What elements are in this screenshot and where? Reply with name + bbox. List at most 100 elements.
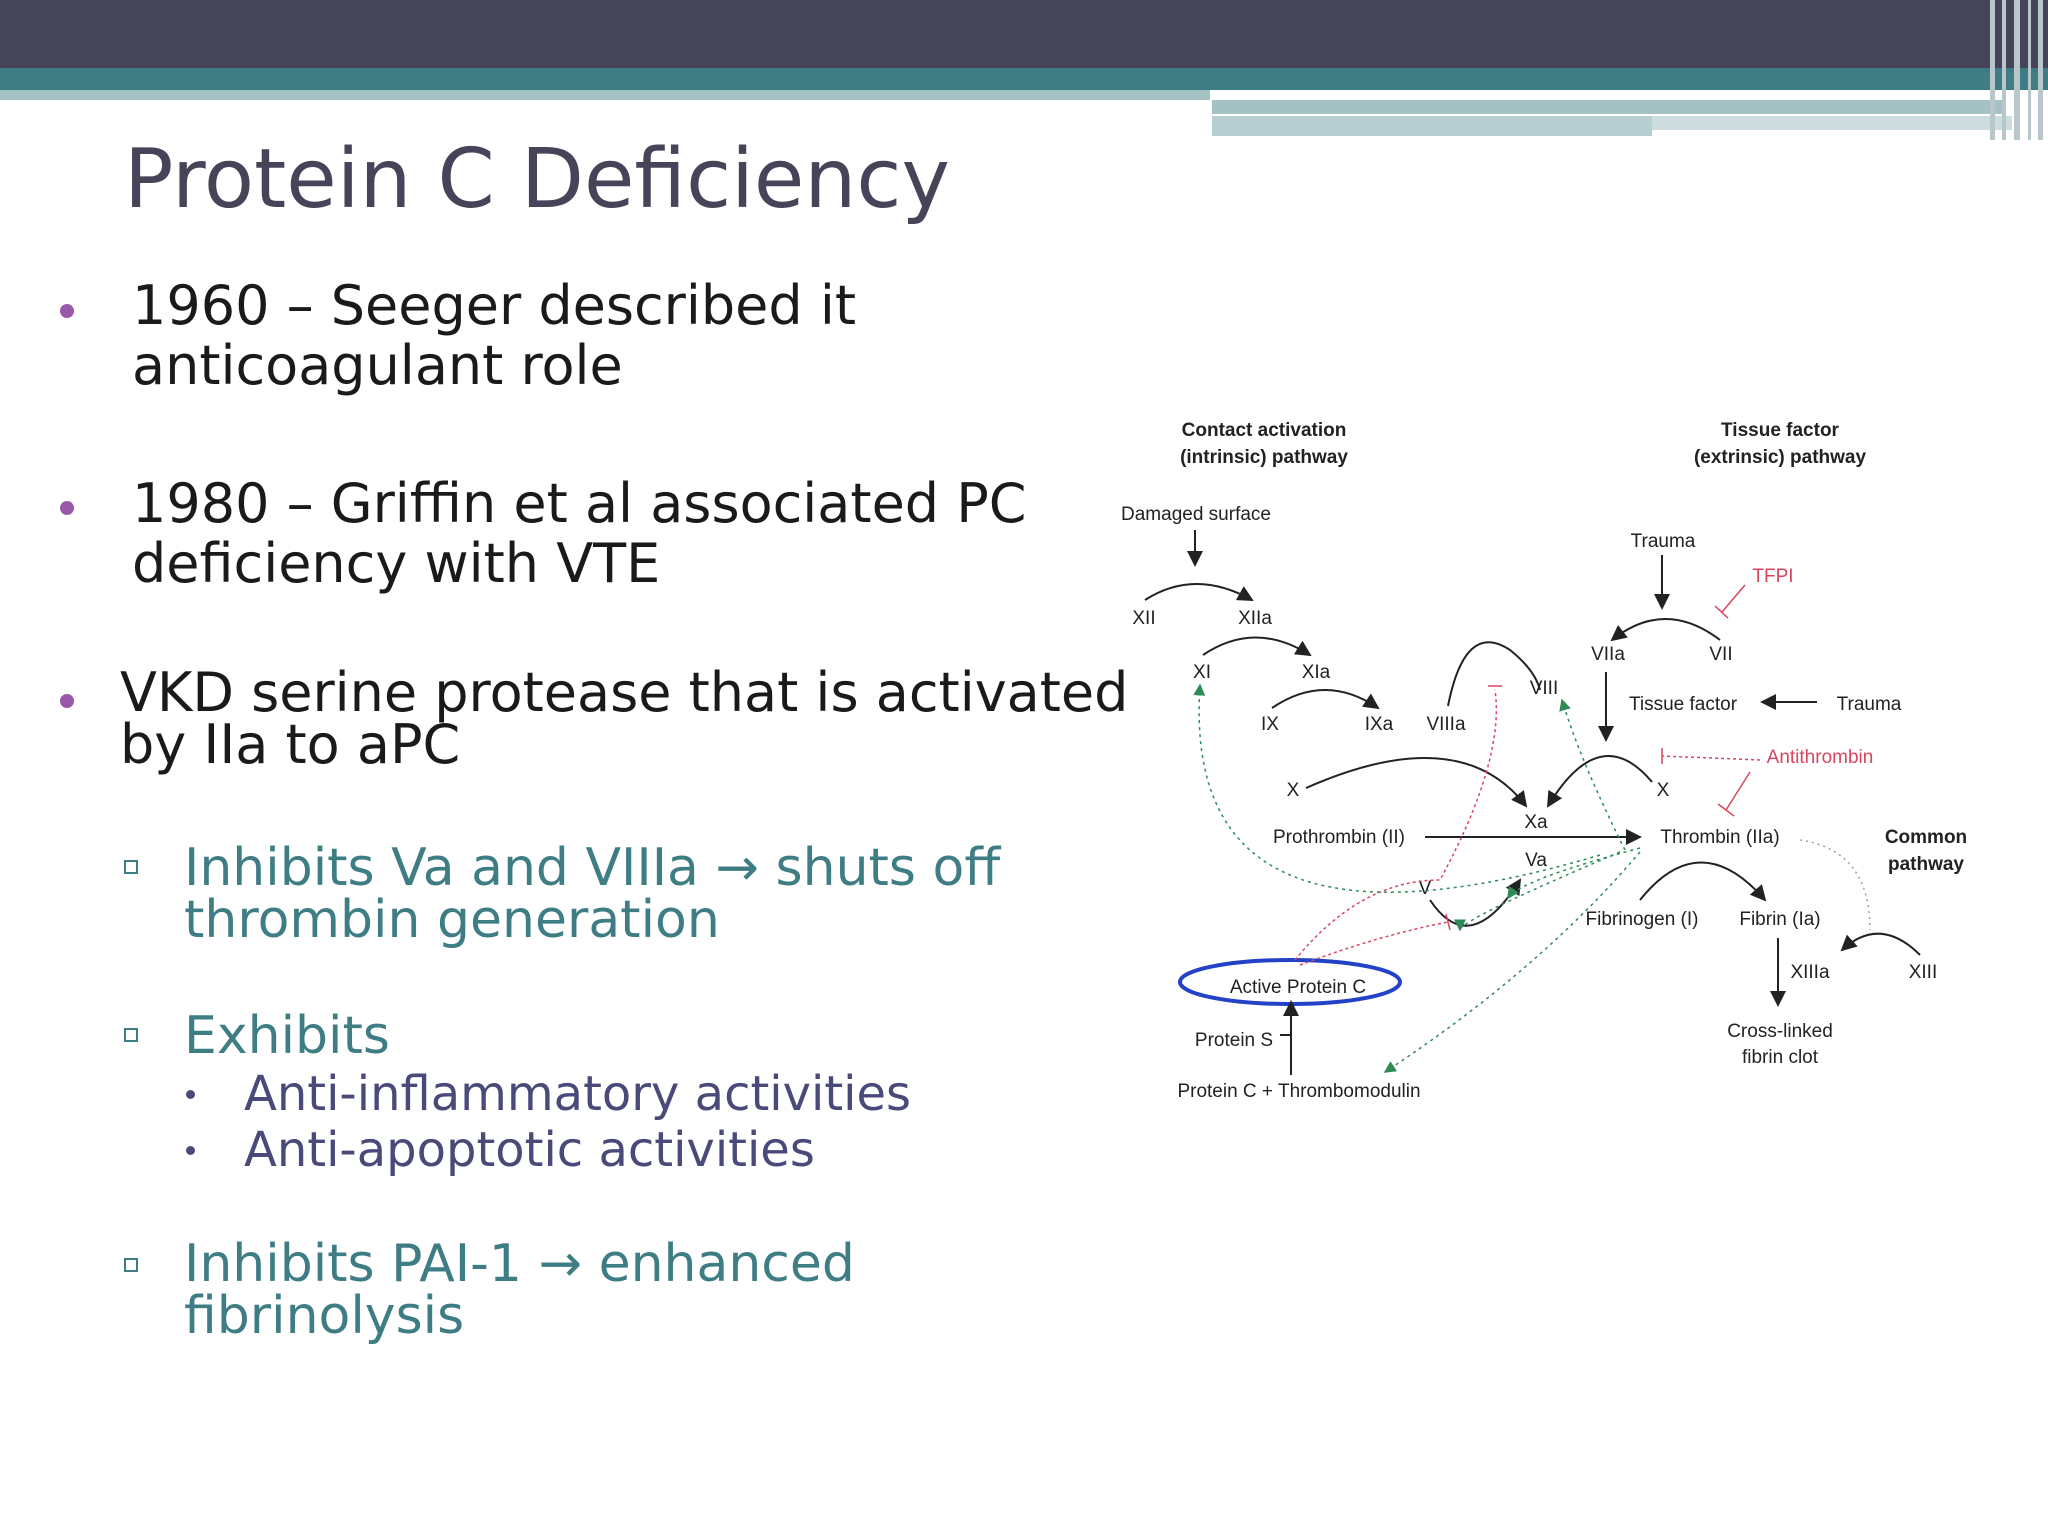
factor-xia: XIa [1302, 662, 1331, 683]
tfpi-label: TFPI [1752, 566, 1793, 587]
bullet-line: anticoagulant role [132, 334, 623, 397]
bullet-line: VKD serine protease that is activated [120, 661, 1129, 724]
bullet-vkd: VKD serine protease that is activated by… [120, 661, 1129, 776]
common-pathway-1: Common [1885, 827, 1967, 848]
bullet-1960: 1960 – Seeger described it anticoagulant… [132, 276, 856, 396]
tfpi-inhibition [1721, 584, 1746, 613]
thrombin-feedback-va [1507, 847, 1641, 900]
arrow-vii-viia [1610, 618, 1721, 642]
bullet-line: deficiency with VTE [132, 532, 661, 595]
bullet-line: 1980 – Griffin et al associated PC [132, 472, 1027, 535]
antithrombin-label: Antithrombin [1767, 747, 1874, 768]
bullet-1980: 1980 – Griffin et al associated PC defic… [132, 474, 1027, 594]
coagulation-cascade-diagram: Contact activation (intrinsic) pathway T… [1121, 420, 1967, 1102]
factor-xi: XI [1193, 662, 1211, 683]
factor-x-left: X [1287, 780, 1300, 801]
factor-v: V [1419, 878, 1432, 899]
sub-sub-bullet: Anti-apoptotic activities [244, 1122, 815, 1178]
sub-sub-bullet-dot [186, 1146, 195, 1155]
corner-stripe [2014, 0, 2020, 140]
contact-title-2: (intrinsic) pathway [1180, 447, 1348, 468]
thrombin-to-xiii [1799, 839, 1871, 931]
factor-xii: XII [1132, 608, 1155, 629]
sub-sub-bullet: Anti-inflammatory activities [244, 1066, 912, 1122]
antithrombin-inhibition-x-bar [1717, 803, 1735, 817]
arrow-xi-xia [1202, 636, 1312, 657]
sub-bullet-line: Exhibits [184, 1006, 390, 1066]
thrombin-activates-protein-c [1383, 851, 1641, 1073]
sub-sub-bullet-dot [186, 1090, 195, 1099]
arrow-xii-xiia [1144, 583, 1254, 601]
arrow-xiii-xiiia [1840, 932, 1921, 956]
arrow-x-xa-left [1305, 757, 1528, 808]
fibrinogen-label: Fibrinogen (I) [1586, 909, 1699, 930]
common-pathway-2: pathway [1888, 854, 1964, 875]
tissue-title-1: Tissue factor [1721, 420, 1840, 441]
trauma-right: Trauma [1837, 694, 1902, 715]
sub-bullet-line: fibrinolysis [184, 1286, 465, 1346]
top-header-bar [0, 0, 2048, 68]
protein-s-label: Protein S [1195, 1030, 1273, 1051]
antithrombin-inhibition-thrombin [1661, 755, 1761, 761]
header-accent-strip-right [1212, 100, 2002, 114]
factor-ixa: IXa [1365, 714, 1394, 735]
factor-xa: Xa [1524, 812, 1548, 833]
thrombin-label: Thrombin (IIa) [1660, 827, 1779, 848]
factor-ix: IX [1261, 714, 1279, 735]
crosslinked-label-1: Cross-linked [1727, 1021, 1833, 1042]
header-accent-strip-right-lower [1212, 116, 1652, 136]
antithrombin-inhibition-x [1725, 771, 1751, 811]
arrow-ix-ixa [1271, 689, 1380, 710]
factor-viiia: VIIIa [1426, 714, 1466, 735]
sub-bullet-square [124, 1258, 138, 1272]
corner-stripe [2002, 0, 2006, 140]
sub-bullet-square [124, 860, 138, 874]
arrow-x-xa-right [1546, 755, 1653, 808]
sub-bullet-line: thrombin generation [184, 890, 720, 950]
factor-vii: VII [1709, 644, 1732, 665]
factor-xiia: XIIa [1238, 608, 1272, 629]
factor-xiii: XIII [1909, 962, 1938, 983]
factor-viii: VIII [1530, 678, 1559, 699]
arrow-v-va [1429, 878, 1522, 927]
fibrin-label: Fibrin (Ia) [1739, 909, 1820, 930]
header-accent-band [0, 68, 2048, 90]
crosslinked-label-2: fibrin clot [1742, 1047, 1819, 1068]
bullet-dot [60, 694, 74, 708]
factor-va: Va [1525, 850, 1547, 871]
corner-stripe [1990, 0, 1995, 140]
factor-viia: VIIa [1591, 644, 1625, 665]
tissue-factor-label: Tissue factor [1629, 694, 1738, 715]
sub-bullet-inhibits-pai1: Inhibits PAI-1 → enhanced fibrinolysis [184, 1238, 855, 1342]
bullet-line: 1960 – Seeger described it [132, 274, 856, 337]
protein-c-thrombomodulin-label: Protein C + Thrombomodulin [1177, 1081, 1420, 1102]
corner-stripe [2038, 0, 2043, 140]
prothrombin-label: Prothrombin (II) [1273, 827, 1405, 848]
header-accent-strip-right-fade [1652, 116, 2012, 130]
tissue-title-2: (extrinsic) pathway [1694, 447, 1867, 468]
tfpi-inhibition-bar [1714, 605, 1729, 619]
apc-inhibits-va-bar [1445, 913, 1451, 931]
bullet-dot [60, 501, 74, 515]
trauma-top: Trauma [1631, 531, 1696, 552]
apc-inhibits-va [1299, 921, 1449, 966]
sub-bullet-inhibits-va: Inhibits Va and VIIIa → shuts off thromb… [184, 842, 1000, 946]
thrombin-feedback-viii [1559, 698, 1626, 851]
thrombin-feedback-xi [1193, 683, 1601, 893]
arrow-fibrinogen-fibrin [1639, 861, 1767, 902]
factor-x-right: X [1657, 780, 1670, 801]
bullet-dot [60, 304, 74, 318]
slide-title: Protein C Deficiency [124, 132, 950, 227]
corner-stripe [2028, 0, 2031, 140]
arrow-viii-viiia [1447, 641, 1541, 707]
active-protein-c-label: Active Protein C [1230, 977, 1366, 998]
header-accent-strip-left [0, 90, 1210, 100]
sub-bullet-square [124, 1028, 138, 1042]
factor-xiiia: XIIIa [1790, 962, 1830, 983]
sub-bullet-exhibits: Exhibits [184, 1010, 390, 1062]
contact-title-1: Contact activation [1182, 420, 1347, 441]
apc-inhibits-viiia [1294, 689, 1498, 961]
bullet-line: by IIa to aPC [120, 713, 461, 776]
sub-bullet-line: Inhibits PAI-1 → enhanced [184, 1234, 855, 1294]
damaged-surface-label: Damaged surface [1121, 504, 1271, 525]
